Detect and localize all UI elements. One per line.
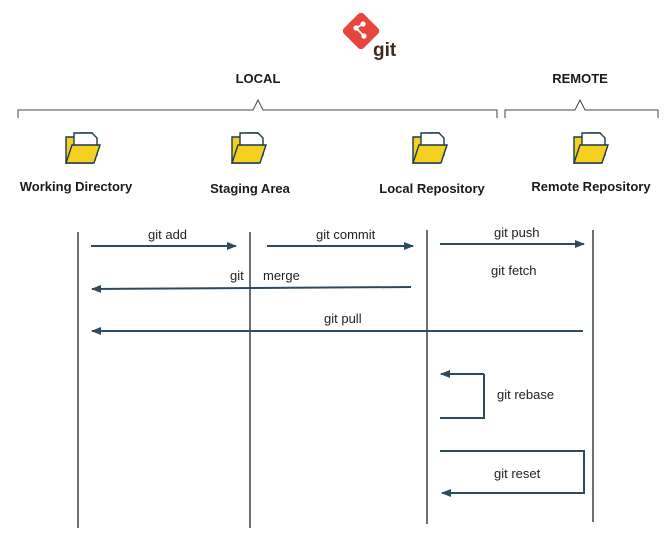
folder-icon bbox=[65, 132, 101, 164]
label-git-merge-a: git bbox=[230, 268, 244, 283]
local-brace bbox=[17, 98, 498, 118]
column-label-working-directory: Working Directory bbox=[19, 179, 133, 194]
label-git-pull: git pull bbox=[324, 311, 362, 326]
group-label-local: LOCAL bbox=[235, 71, 281, 86]
label-git-add: git add bbox=[148, 227, 188, 242]
column-label-remote-repository: Remote Repository bbox=[531, 179, 651, 194]
label-git-push: git push bbox=[494, 225, 540, 240]
arrow-git-merge bbox=[91, 284, 412, 293]
label-git-reset: git reset bbox=[494, 466, 541, 481]
label-git-fetch: git fetch bbox=[491, 263, 537, 278]
git-logo-text: git bbox=[373, 40, 397, 61]
group-label-remote: REMOTE bbox=[552, 71, 608, 86]
column-label-local-repository: Local Repository bbox=[379, 181, 485, 196]
folder-icon bbox=[573, 132, 609, 164]
folder-icon bbox=[412, 132, 448, 164]
arrow-git-rebase bbox=[440, 373, 485, 419]
label-git-rebase: git rebase bbox=[497, 387, 555, 402]
git-logo-icon bbox=[342, 12, 380, 50]
label-git-commit: git commit bbox=[316, 227, 376, 242]
column-label-staging-area: Staging Area bbox=[210, 181, 290, 196]
arrow-git-reset bbox=[440, 450, 585, 497]
label-git-merge-b: merge bbox=[263, 268, 300, 283]
folder-icon bbox=[231, 132, 267, 164]
remote-brace bbox=[504, 98, 659, 118]
